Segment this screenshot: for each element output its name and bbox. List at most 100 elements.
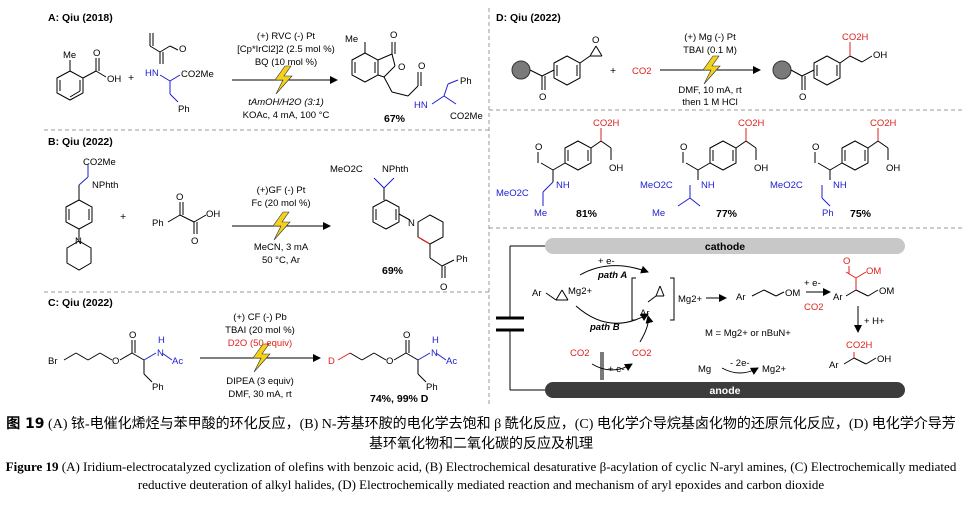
b-ph2: Ph (456, 254, 468, 265)
d-ex1-me: Me (534, 208, 547, 219)
mech-electrode-tip (600, 352, 604, 380)
mech-e-minus2: + e- (804, 278, 821, 289)
b-o2: O (191, 236, 198, 247)
mech-ar3: Ar (736, 292, 746, 303)
c-d: D (328, 356, 335, 367)
mech-epoxide-complex (545, 289, 569, 301)
d-ex1-nh: NH (556, 180, 570, 191)
c-n: N (157, 348, 164, 359)
path-b-arrow (575, 305, 649, 324)
methylbenzoic-acid (56, 58, 107, 101)
mech-mg2-c: Mg2+ (762, 364, 786, 375)
d-ex3-yield: 75% (850, 208, 872, 220)
mech-ar5: Ar (829, 360, 839, 371)
b-cond-1: (+)GF (-) Pt (257, 185, 306, 196)
mech-co2-c: CO2 (632, 348, 652, 359)
d-cond-2: TBAI (0.1 M) (683, 45, 737, 56)
d-product (790, 55, 873, 90)
c-product-aa (417, 352, 447, 361)
d-cond-4: then 1 M HCl (682, 97, 737, 108)
b-co2me: CO2Me (83, 157, 116, 168)
caption-chinese: 图 19 (A) 铱-电催化烯烃与苯甲酸的环化反应，(B) N-芳基环胺的电化学… (0, 414, 962, 455)
d-ex1-oh: OH (609, 163, 623, 174)
d-ex2-o: O (680, 142, 687, 153)
b-cond-4: 50 °C, Ar (262, 255, 300, 266)
a-co2me: CO2Me (181, 69, 214, 80)
mech-radical-anion (631, 277, 675, 321)
path-a-arrow (579, 265, 649, 276)
panel-d-title: D: Qiu (2022) (496, 12, 561, 24)
d-ex3-co2h: CO2H (870, 118, 897, 129)
mech-ar2: Ar (640, 308, 650, 319)
b-yield: 69% (382, 265, 404, 277)
c-ac: Ac (172, 356, 183, 367)
cathode-label: cathode (705, 241, 745, 253)
a-o-amide: O (179, 44, 186, 55)
c-o3: O (386, 356, 393, 367)
panel-c: C: Qiu (2022) Br O O H N Ac Ph (+) CF (-… (48, 297, 457, 405)
d-ex2-nh: NH (701, 180, 715, 191)
a-o-acid: O (93, 48, 100, 59)
d-co2: CO2 (632, 66, 652, 77)
d-example-2 (682, 140, 757, 180)
b-n2: N (408, 218, 415, 229)
d-ex3-oh: OH (886, 163, 900, 174)
mech-co2-return-arrow (639, 315, 654, 343)
caption-cn-label: 图 19 (6, 416, 45, 432)
c-n2: N (431, 348, 438, 359)
d-ex3-ph: Ph (822, 208, 834, 219)
d-example-1 (537, 140, 612, 182)
a-cond-3: BQ (10 mol %) (255, 57, 317, 68)
panel-d: D: Qiu (2022) O O + CO2 (+) Mg (-) Pt TB… (496, 12, 905, 398)
b-product-enone (417, 236, 431, 245)
mech-o: O (843, 256, 850, 267)
mech-ar4: Ar (833, 292, 843, 303)
b-plus: + (120, 211, 126, 223)
caption-en-label: Figure 19 (5, 459, 59, 474)
b-nphth: NPhth (92, 180, 118, 191)
b-o1: O (176, 192, 183, 203)
panel-a: A: Qiu (2018) Me O OH + O HN CO2Me Ph ( (48, 12, 483, 125)
b-nphth2: NPhth (382, 164, 408, 175)
c-cond-5: DMF, 30 mA, rt (228, 389, 292, 400)
circuit-wire (509, 245, 545, 391)
mech-e-minus3: + e- (608, 364, 625, 375)
a-o-lactone2: O (398, 62, 405, 73)
mech-carboxylate (845, 289, 879, 297)
mech-oxidation-arrow (721, 367, 759, 375)
b-cond-2: Fc (20 mol %) (251, 198, 310, 209)
a-oh: OH (107, 74, 121, 85)
mech-path-b: path B (589, 322, 620, 333)
a-o-lactone: O (390, 30, 397, 41)
a-o-amide2: O (418, 61, 425, 72)
mech-e-minus: + e- (598, 256, 615, 267)
c-h2: H (432, 335, 439, 346)
mech-co2: CO2 (804, 302, 824, 313)
caption-cn-text: (A) 铱-电催化烯烃与苯甲酸的环化反应，(B) N-芳基环胺的电化学去饱和 β… (48, 417, 956, 452)
d-ex1-ester: MeO2C (496, 188, 529, 199)
b-meo2c: MeO2C (330, 164, 363, 175)
a-plus: + (128, 72, 134, 84)
d-ex1-yield: 81% (576, 208, 598, 220)
d-example-3 (814, 140, 889, 180)
d-ex2-yield: 77% (716, 208, 738, 220)
caption-en-text: (A) Iridium-electrocatalyzed cyclization… (61, 459, 957, 492)
a-yield: 67% (384, 113, 406, 125)
d-o2: O (592, 35, 599, 46)
d-ex3-ester: MeO2C (770, 180, 803, 191)
mech-mg2: Mg2+ (568, 286, 592, 297)
c-product (349, 340, 427, 383)
d-ex1-co2h: CO2H (593, 118, 620, 129)
c-substrate-aa (143, 352, 173, 361)
a-ph: Ph (178, 104, 190, 115)
mech-mg2-b: Mg2+ (678, 294, 702, 305)
mech-co2-b: CO2 (570, 348, 590, 359)
c-ac2: Ac (446, 356, 457, 367)
d-example-2-aa (677, 185, 701, 207)
a-co2me2: CO2Me (450, 111, 483, 122)
d-ex3-o: O (812, 142, 819, 153)
b-o3: O (440, 282, 447, 293)
d-ex3-nh: NH (833, 180, 847, 191)
c-ph2: Ph (426, 382, 438, 393)
d-co2h: CO2H (842, 32, 869, 43)
